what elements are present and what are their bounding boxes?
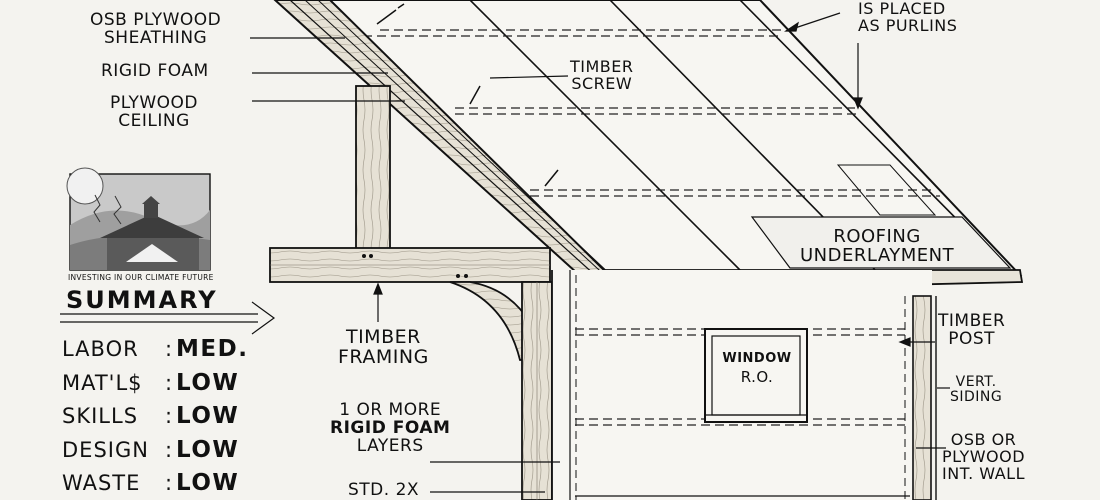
label-line: SCREW	[571, 73, 633, 93]
summary-row-design: DESIGN:LOW	[62, 437, 239, 463]
label-line: TIMBER	[938, 311, 1006, 331]
summary-colon: :	[164, 371, 174, 395]
label-line: UNDERLAYMENT	[800, 244, 955, 266]
label-line: 1 OR MORE	[339, 400, 442, 420]
summary-title: SUMMARY	[66, 286, 218, 314]
label-timber-framing: TIMBER FRAMING	[338, 326, 429, 368]
label-line: RIGID FOAM	[330, 417, 451, 438]
label-line: WINDOW	[722, 351, 792, 366]
label-timber-screw: TIMBER SCREW	[570, 57, 634, 93]
summary-colon: :	[164, 337, 174, 361]
summary-row-materials: MAT'L$:LOW	[62, 370, 239, 396]
summary-row-skills: SKILLS:LOW	[62, 403, 239, 429]
label-osb-int-wall: OSB OR PLYWOOD INT. WALL	[942, 430, 1026, 483]
label-line: LAYERS	[356, 435, 424, 456]
label-window-ro: WINDOW R.O.	[715, 352, 799, 385]
summary-value: LOW	[176, 403, 240, 429]
wall-section	[551, 270, 937, 500]
purlin-lines	[335, 29, 940, 197]
label-line: RIGID FOAM	[101, 61, 209, 81]
timber-frame	[269, 85, 553, 500]
summary-colon: :	[164, 471, 174, 495]
label-line: PLYWOOD	[110, 93, 199, 113]
summary-value: LOW	[176, 470, 240, 496]
label-line: TIMBER	[570, 57, 634, 76]
label-line: SHEATHING	[104, 27, 208, 48]
label-line: TIMBER	[345, 326, 421, 348]
summary-value: MED.	[176, 336, 249, 362]
summary-value: LOW	[176, 370, 240, 396]
label-line: OSB PLYWOOD	[90, 10, 222, 30]
label-timber-post: TIMBER POST	[938, 311, 1006, 349]
summary-key: LABOR	[62, 337, 139, 361]
label-line: FRAMING	[338, 345, 429, 368]
label-line: PLYWOOD	[942, 446, 1026, 466]
label-line: POST	[948, 328, 996, 349]
screw-marks	[376, 3, 559, 187]
label-line: VERT.	[955, 374, 997, 390]
label-line: STD. 2X	[348, 480, 420, 500]
label-line: IS PLACED	[858, 0, 946, 18]
label-line: INT. WALL	[942, 463, 1025, 483]
label-plywood-ceiling: PLYWOOD CEILING	[110, 93, 199, 131]
label-purlins: IS PLACED AS PURLINS	[858, 0, 958, 35]
summary-row-waste: WASTE:LOW	[62, 470, 239, 496]
label-line: ROOFING	[833, 226, 921, 247]
label-line: OSB OR	[950, 430, 1017, 449]
summary-key: SKILLS	[62, 404, 139, 428]
label-roofing-underlayment: ROOFING UNDERLAYMENT	[800, 226, 955, 266]
label-rigid-foam: RIGID FOAM	[101, 61, 209, 81]
summary-colon: :	[164, 438, 174, 462]
label-vert-siding: VERT. SIDING	[950, 375, 1002, 404]
label-line: CEILING	[118, 110, 190, 131]
leader-lines	[60, 12, 950, 493]
summary-colon: :	[164, 404, 174, 428]
logo-emblem	[66, 167, 211, 271]
summary-key: DESIGN	[62, 438, 149, 462]
label-rigid-foam-layers: 1 OR MORE RIGID FOAM LAYERS	[330, 400, 451, 456]
label-osb-plywood-sheathing: OSB PLYWOOD SHEATHING	[90, 10, 222, 48]
summary-row-labor: LABOR:MED.	[62, 336, 248, 362]
label-line: AS PURLINS	[858, 15, 958, 35]
summary-key: MAT'L$	[62, 371, 143, 395]
summary-value: LOW	[176, 437, 240, 463]
logo-caption: INVESTING IN OUR CLIMATE FUTURE	[68, 273, 214, 282]
label-line: SIDING	[950, 388, 1003, 405]
label-line: R.O.	[740, 367, 774, 386]
label-std-2x: STD. 2X	[348, 480, 420, 500]
summary-key: WASTE	[62, 471, 141, 495]
